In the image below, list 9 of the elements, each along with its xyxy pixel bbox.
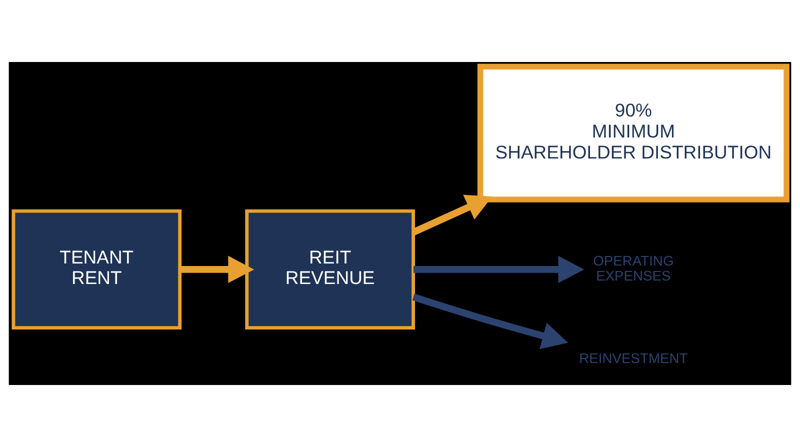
arrow <box>412 194 492 236</box>
node-text: OPERATING EXPENSES <box>593 252 674 284</box>
node-box: TENANT RENT <box>12 209 182 330</box>
node-box: REIT REVENUE <box>245 209 416 330</box>
arrow <box>414 256 584 284</box>
arrow <box>412 294 568 350</box>
node-text: REINVESTMENT <box>579 350 688 366</box>
node-box: 90% MINIMUM SHAREHOLDER DISTRIBUTION <box>477 64 790 202</box>
arrow <box>180 256 254 284</box>
